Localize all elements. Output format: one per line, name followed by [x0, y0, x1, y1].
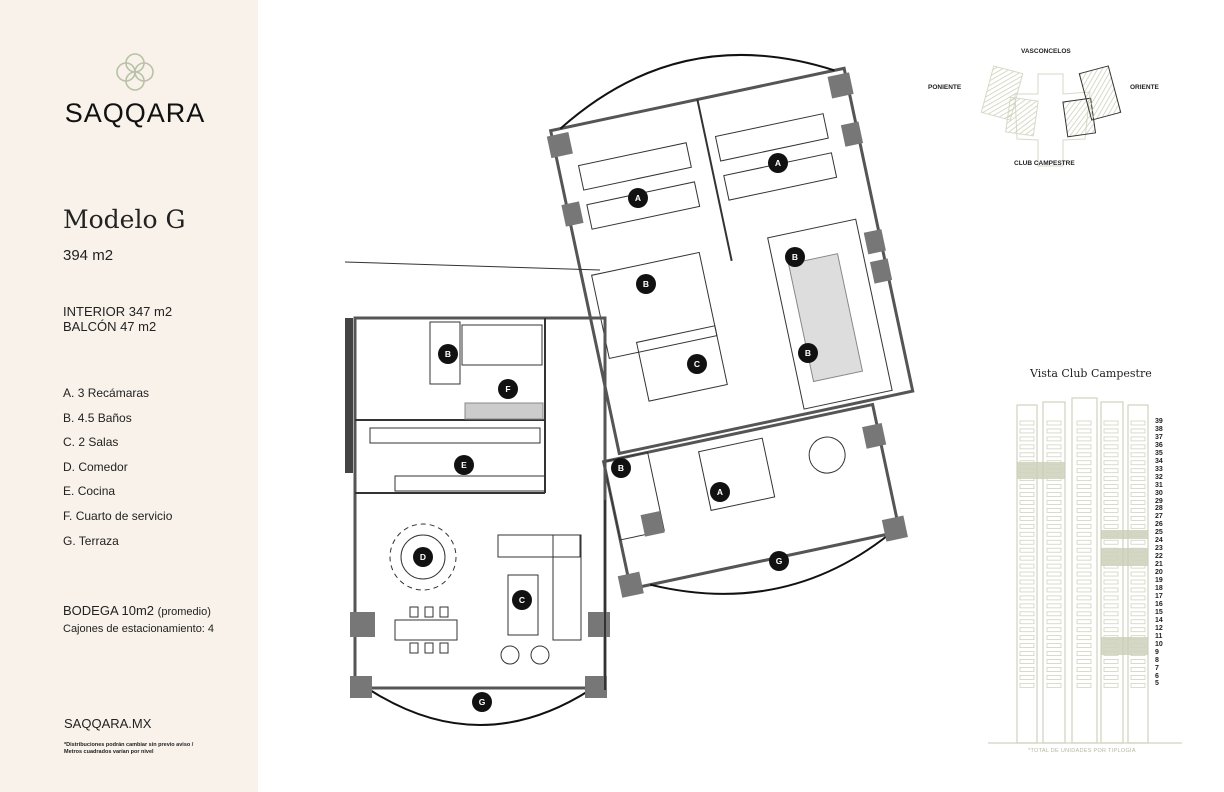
svg-text:A: A: [635, 193, 641, 203]
svg-text:B: B: [643, 279, 649, 289]
tower-view-title: Vista Club Campestre: [1030, 367, 1152, 380]
orientation-diagram: VASCONCELOS PONIENTE ORIENTE CLUB CAMPES…: [925, 44, 1165, 174]
parking-info: Cajones de estacionamiento: 4: [63, 623, 215, 635]
north-label: VASCONCELOS: [1021, 48, 1071, 55]
svg-text:B: B: [805, 348, 811, 358]
svg-text:C: C: [694, 359, 700, 369]
model-title: Modelo G: [63, 205, 186, 234]
svg-text:G: G: [776, 556, 783, 566]
feature-list: A. 3 Recámaras B. 4.5 Baños C. 2 Salas D…: [63, 386, 172, 558]
tower-note: *TOTAL DE UNIDADES POR TIPLOGÍA: [1028, 748, 1136, 754]
balcony-area: BALCÓN 47 m2: [63, 319, 157, 334]
floor-number-list: 39 38 37 36 35 34 33 32 31 30 29 28 27 2…: [1155, 418, 1163, 688]
feature-item: D. Comedor: [63, 459, 128, 474]
info-sidebar: SAQQARA Modelo G 394 m2 INTERIOR 347 m2 …: [0, 0, 258, 792]
west-label: PONIENTE: [928, 84, 962, 91]
floor-plan: A A A B B B B B C C D E F G G: [344, 53, 915, 726]
feature-item: C. 2 Salas: [63, 435, 119, 450]
tower-footprint-icon: [980, 65, 1122, 167]
svg-text:C: C: [519, 595, 525, 605]
disclaimer: *Distribuciones podrán cambiar sin previ…: [64, 742, 194, 755]
svg-text:E: E: [461, 460, 467, 470]
room-labels: A A A B B B B B C C D E F G G: [413, 153, 818, 712]
interior-area: INTERIOR 347 m2: [63, 304, 173, 319]
tower-elevation: [988, 397, 1182, 744]
feature-item: G. Terraza: [63, 533, 119, 548]
storage-info: BODEGA 10m2 (promedio): [63, 603, 211, 618]
website-link[interactable]: SAQQARA.MX: [64, 716, 152, 731]
interlocking-circles-icon: [116, 53, 154, 91]
svg-text:B: B: [445, 349, 451, 359]
svg-text:B: B: [618, 463, 624, 473]
feature-item: B. 4.5 Baños: [63, 410, 132, 425]
feature-item: F. Cuarto de servicio: [63, 508, 173, 523]
svg-text:B: B: [792, 252, 798, 262]
east-label: ORIENTE: [1130, 84, 1159, 91]
south-label: CLUB CAMPESTRE: [1014, 160, 1075, 167]
area-breakdown: INTERIOR 347 m2 BALCÓN 47 m2: [63, 304, 172, 334]
feature-item: E. Cocina: [63, 484, 116, 499]
svg-text:D: D: [420, 552, 426, 562]
brand-name: SAQQARA: [64, 98, 206, 128]
svg-text:A: A: [717, 487, 723, 497]
model-total-area: 394 m2: [63, 247, 114, 264]
svg-text:A: A: [775, 158, 781, 168]
feature-item: A. 3 Recámaras: [63, 386, 150, 400]
svg-text:F: F: [505, 384, 510, 394]
svg-text:G: G: [479, 697, 486, 707]
